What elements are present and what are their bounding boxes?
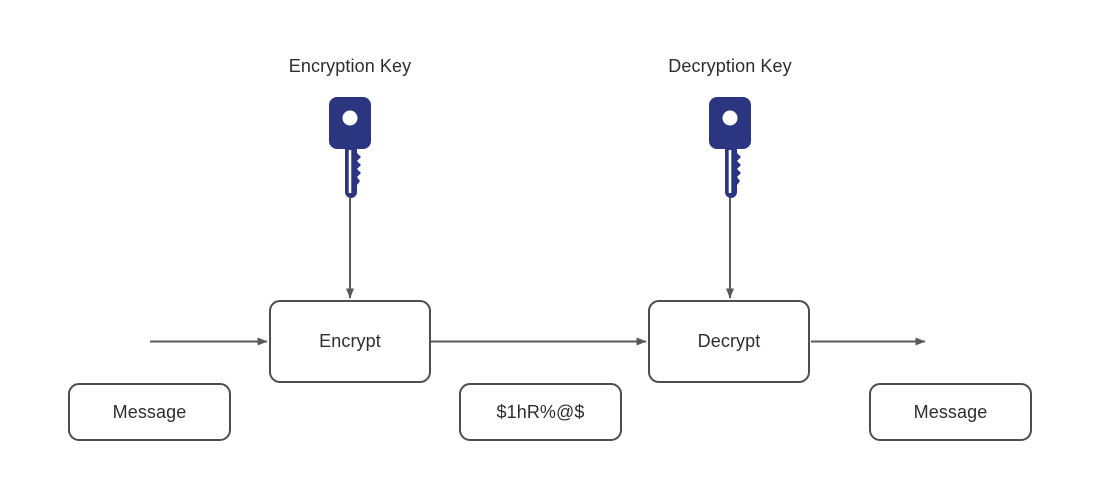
encrypt-node[interactable]: Encrypt	[269, 300, 431, 383]
decryption-key-label: Decryption Key	[668, 56, 792, 76]
encryption-key-label: Encryption Key	[288, 56, 412, 76]
key-icon	[329, 97, 371, 198]
message-output-node[interactable]: Message	[869, 383, 1032, 441]
message-input-node[interactable]: Message	[68, 383, 231, 441]
ciphertext-node[interactable]: $1hR%@$	[459, 383, 622, 441]
decryption-key-icon	[709, 97, 751, 201]
encryption-key-icon	[329, 97, 371, 201]
key-icon	[709, 97, 751, 198]
decrypt-node[interactable]: Decrypt	[648, 300, 810, 383]
